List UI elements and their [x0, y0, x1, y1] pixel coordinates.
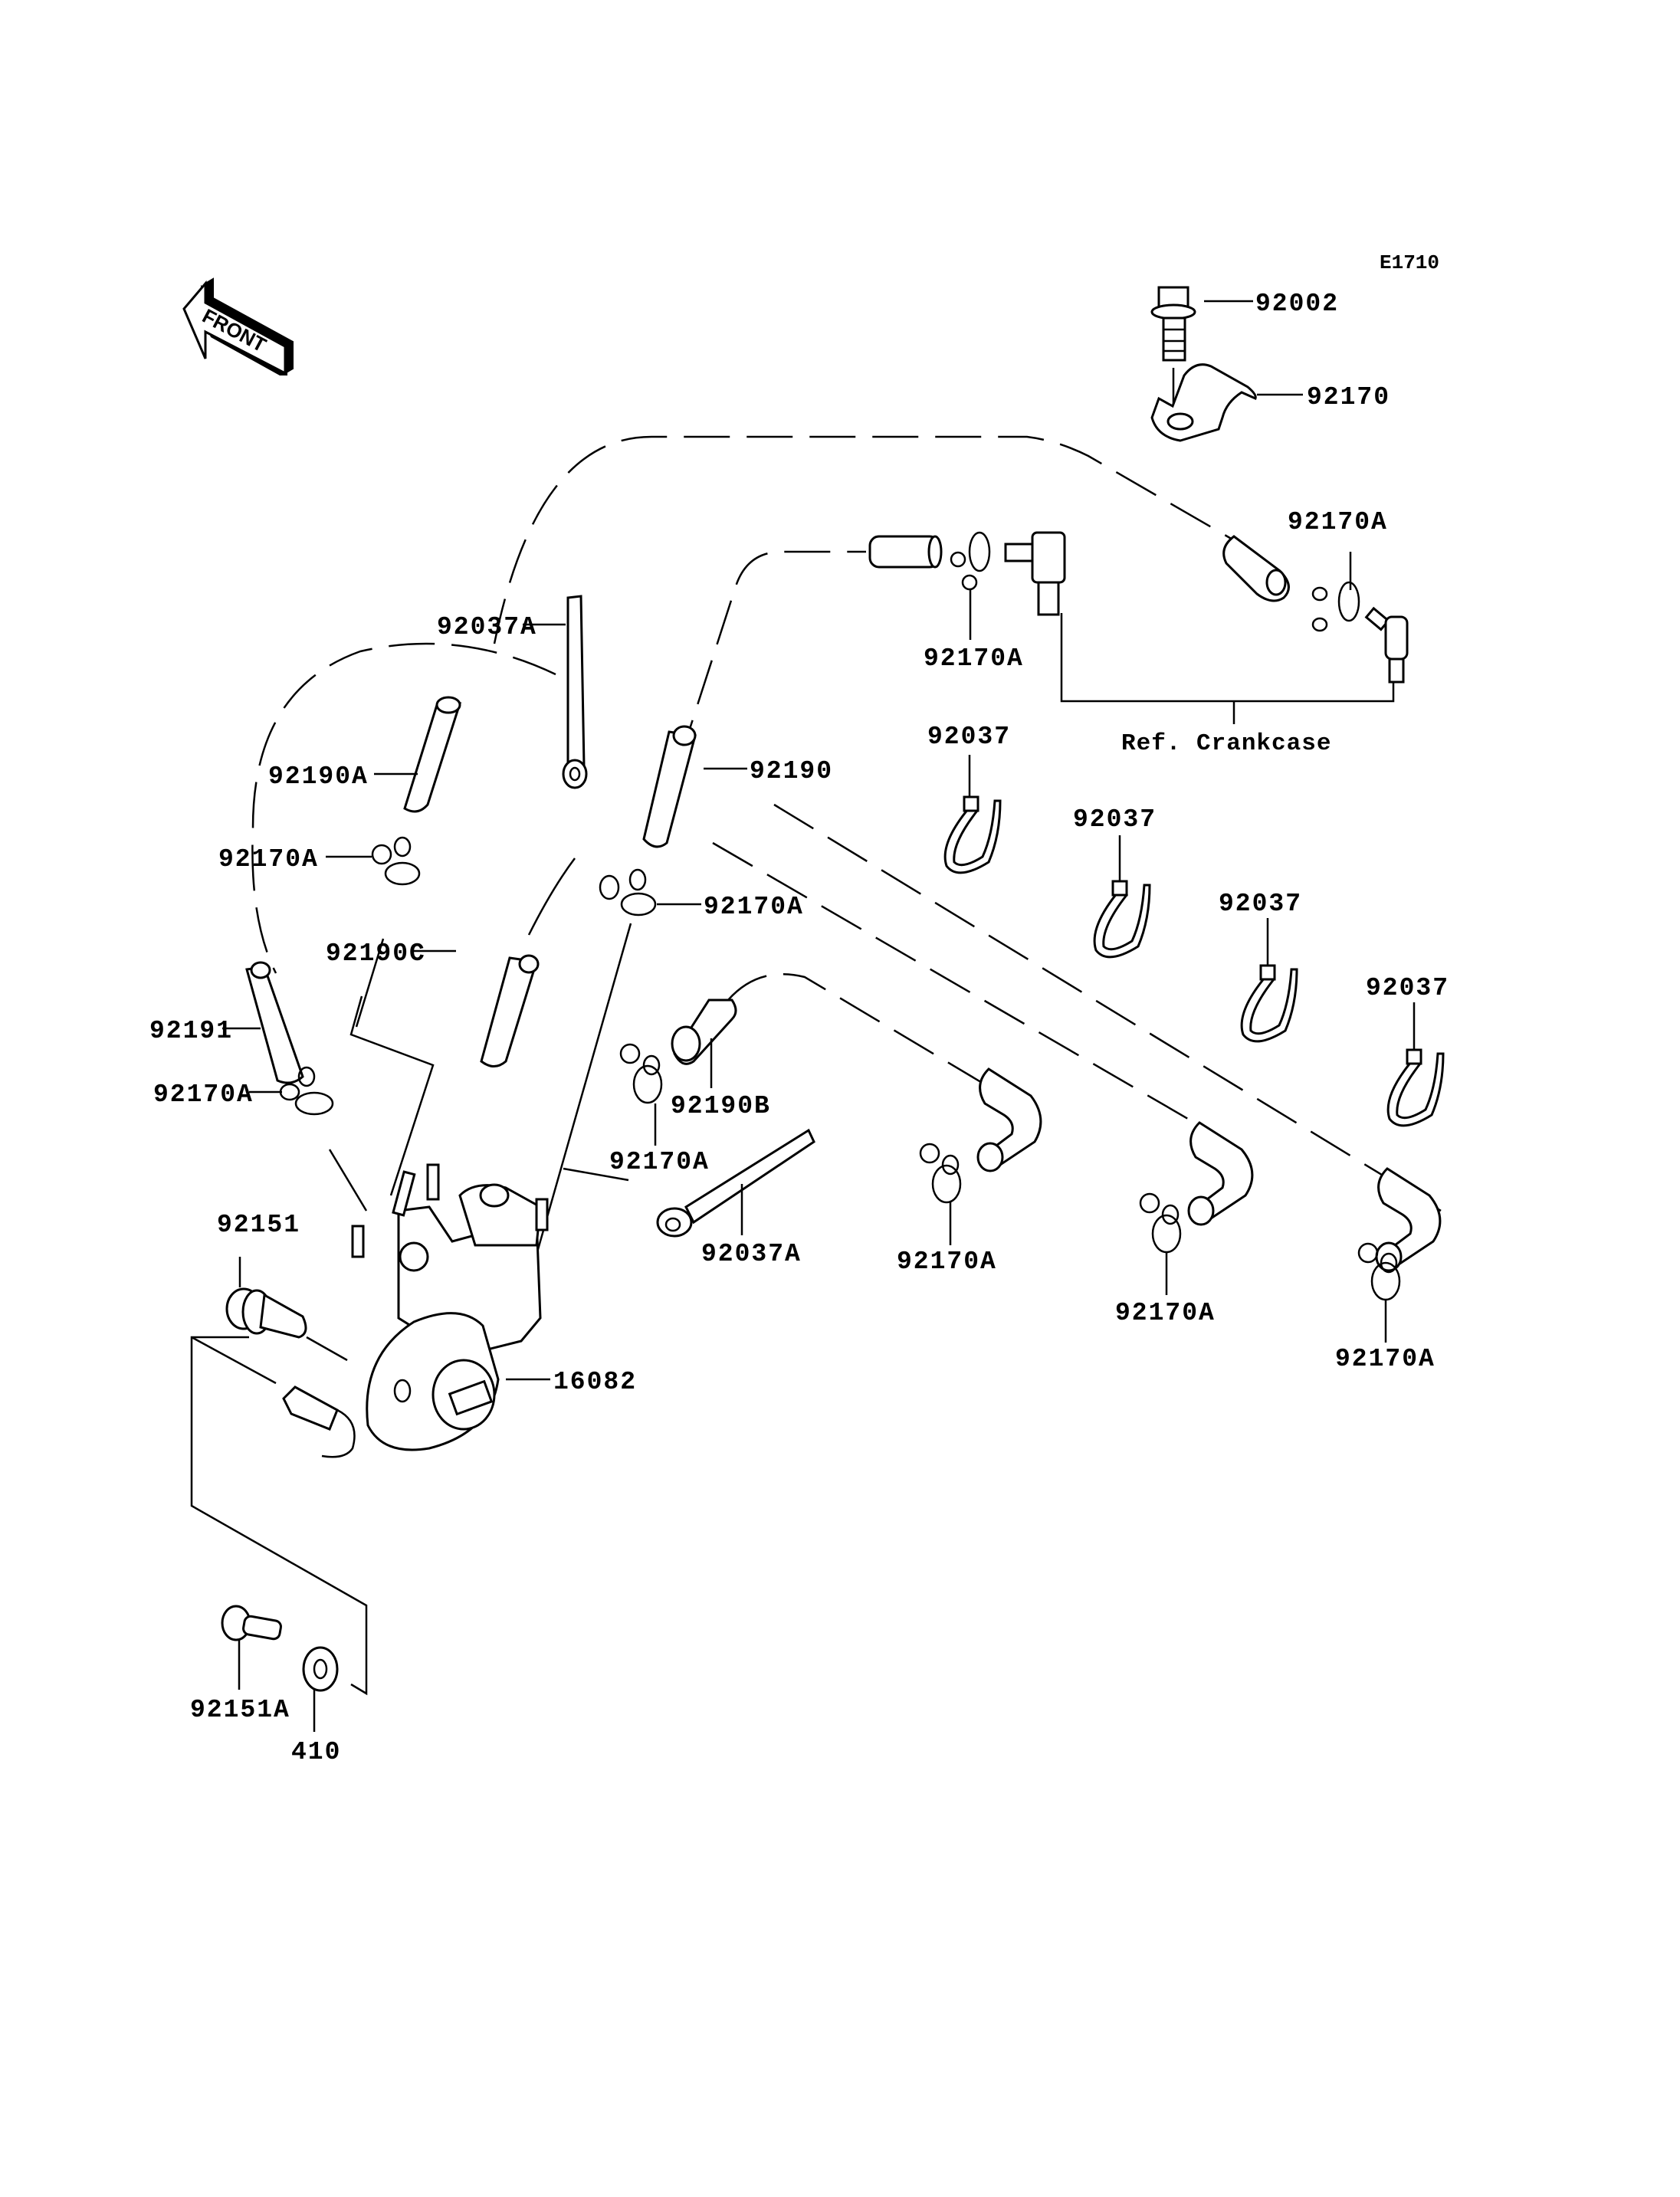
label-92002: 92002 [1255, 290, 1339, 318]
hose-segment-top-right [1222, 535, 1290, 602]
washer-410 [302, 1646, 339, 1692]
routing-line-center [658, 550, 866, 825]
front-arrow-icon: FRONT [182, 277, 294, 375]
connector-line [349, 995, 435, 1196]
hose-clip-icon [371, 836, 421, 886]
connector-line [306, 1336, 348, 1362]
bolt-92002 [1150, 286, 1196, 418]
label-92170A-top-center: 92170A [924, 644, 1024, 673]
label-92170A-bottom-3: 92170A [1335, 1345, 1436, 1373]
routing-line-top [493, 435, 1235, 644]
label-92190B: 92190B [671, 1092, 771, 1120]
label-92037-4: 92037 [1366, 974, 1449, 1002]
label-92037-3: 92037 [1219, 890, 1302, 918]
connector-line [355, 938, 385, 1028]
elbow-hose-1 [976, 1067, 1042, 1172]
elbow-hose-2 [1187, 1121, 1254, 1226]
hose-clip-icon [1139, 1192, 1182, 1254]
routing-line-right-1 [773, 803, 1442, 1212]
cable-tie-3 [1240, 964, 1298, 1043]
hose-92190 [642, 725, 697, 848]
assembly-bracket [190, 1336, 368, 1696]
cable-tie-1 [943, 795, 1002, 874]
hose-92190C [480, 954, 540, 1067]
hose-92191 [245, 961, 304, 1084]
hose-clip-icon [599, 868, 657, 917]
label-410: 410 [291, 1738, 341, 1766]
label-92170A-mid: 92170A [609, 1148, 710, 1176]
band-92037A-top [562, 595, 588, 789]
connector-line [523, 923, 632, 1296]
cable-tie-4 [1386, 1048, 1445, 1127]
label-92190A: 92190A [268, 762, 369, 791]
label-92037-1: 92037 [927, 723, 1011, 751]
label-92037-2: 92037 [1073, 805, 1157, 834]
routing-line-92190B [727, 973, 1005, 1097]
hose-clip-icon [1311, 581, 1360, 632]
label-92170A-center: 92170A [704, 893, 804, 921]
routing-line-left [251, 642, 556, 974]
hose-92190A [403, 696, 462, 813]
diagram-code: E1710 [1380, 251, 1439, 274]
clamp-92170 [1150, 363, 1257, 442]
ref-bracket [1060, 613, 1395, 703]
connector-line [563, 1167, 629, 1182]
screw-92151A [221, 1605, 282, 1641]
hose-clip-icon [619, 1043, 663, 1104]
label-92037A-top: 92037A [437, 613, 537, 641]
label-92170A-top-right: 92170A [1288, 508, 1388, 536]
band-92037A-lower [656, 1128, 815, 1238]
assembly-bracket [191, 1336, 277, 1385]
label-92037A-lower: 92037A [701, 1240, 802, 1268]
hose-clip-icon [950, 531, 991, 591]
label-92151A: 92151A [190, 1696, 290, 1724]
routing-line-right-2 [712, 841, 1189, 1120]
label-92170A-bottom-1: 92170A [897, 1248, 997, 1276]
label-92151: 92151 [217, 1211, 300, 1239]
connector-line [527, 857, 576, 936]
bolt-92151 [225, 1287, 307, 1339]
oil-pump-16082 [282, 1163, 549, 1458]
ref-crankcase-note: Ref. Crankcase [1121, 730, 1331, 757]
label-92170: 92170 [1307, 383, 1390, 412]
label-16082: 16082 [553, 1368, 637, 1396]
crankcase-fitting-right [1364, 606, 1409, 684]
crankcase-fitting-left [1004, 531, 1066, 616]
hose-92190B [671, 998, 737, 1065]
connector-line [328, 1149, 368, 1212]
label-92190: 92190 [750, 757, 833, 785]
label-92190C: 92190C [326, 939, 426, 968]
hose-clip-icon [919, 1143, 962, 1204]
label-92170A-left-lower: 92170A [153, 1080, 254, 1109]
elbow-hose-3 [1375, 1167, 1442, 1272]
hose-segment-top-center [868, 535, 943, 569]
label-92191: 92191 [149, 1017, 233, 1045]
label-92170A-left-upper: 92170A [218, 845, 319, 874]
label-92170A-bottom-2: 92170A [1115, 1299, 1216, 1327]
cable-tie-2 [1093, 880, 1151, 959]
